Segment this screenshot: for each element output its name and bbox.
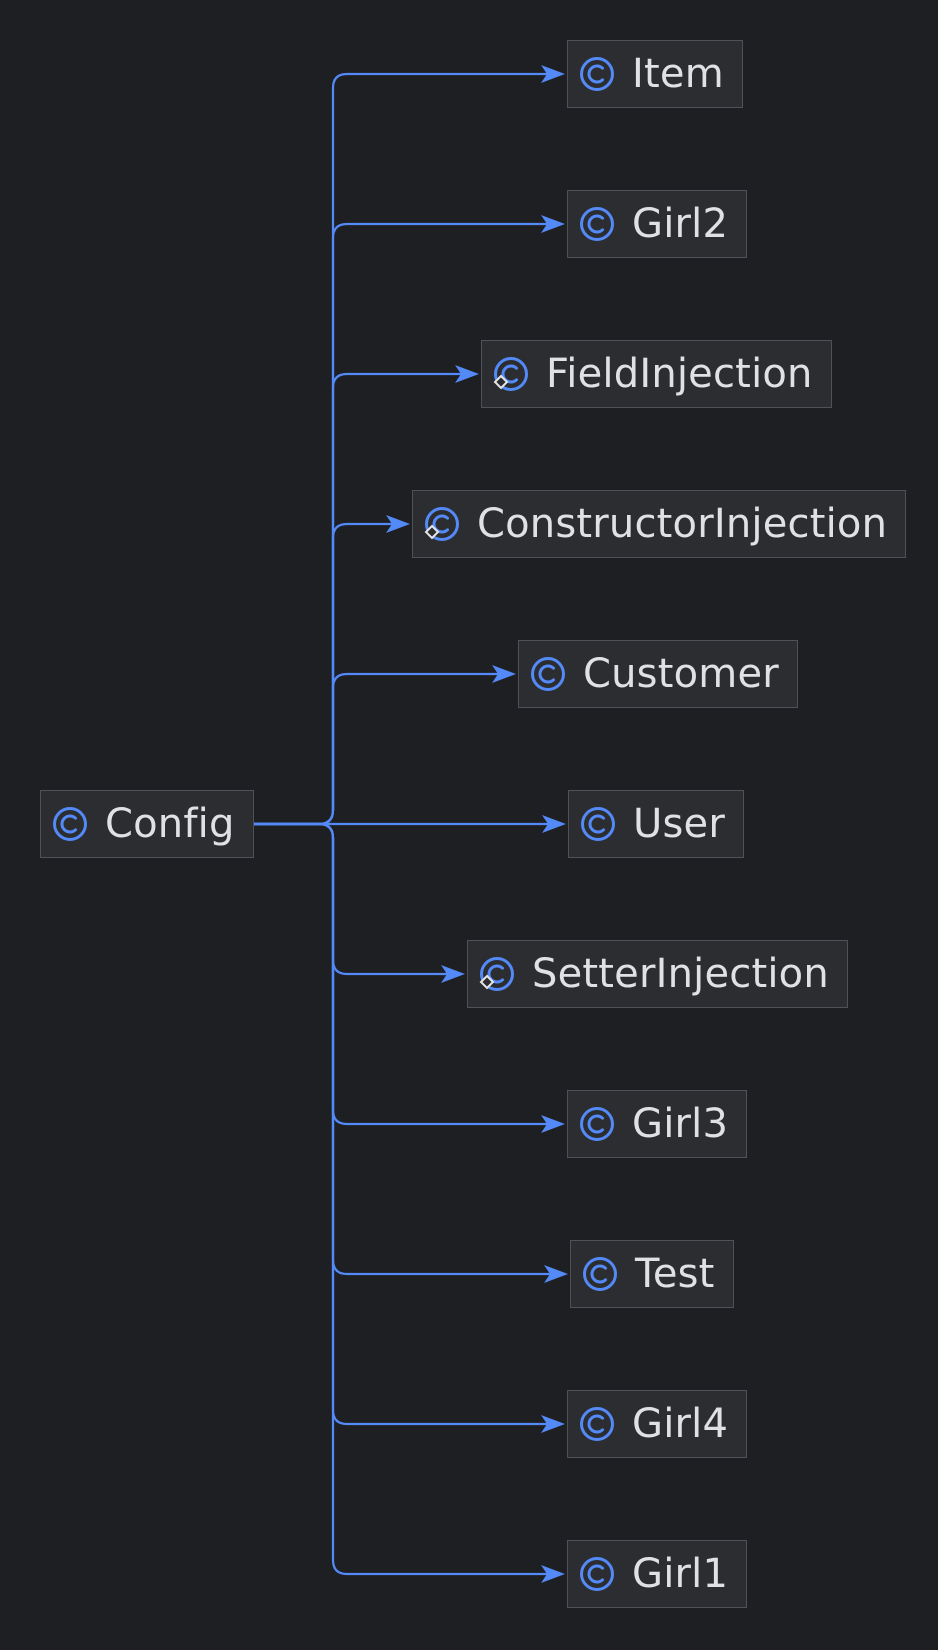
node-label: Girl3 <box>632 1101 729 1147</box>
arrowhead-setter-injection <box>441 965 465 983</box>
node-label: Girl4 <box>632 1401 729 1447</box>
node-label: Item <box>632 51 724 97</box>
node-test[interactable]: Test <box>570 1240 734 1308</box>
class-icon <box>578 1105 616 1143</box>
node-customer[interactable]: Customer <box>518 640 798 708</box>
node-label: Girl1 <box>632 1551 729 1597</box>
arrowhead-girl3 <box>541 1115 565 1133</box>
class-icon <box>578 55 616 93</box>
node-girl2[interactable]: Girl2 <box>567 190 748 258</box>
node-label: Config <box>105 801 235 847</box>
edge-config-to-girl1 <box>253 822 561 1576</box>
class-icon <box>581 1255 619 1293</box>
node-label: Girl2 <box>632 201 729 247</box>
class-icon <box>529 655 567 693</box>
node-item[interactable]: Item <box>567 40 743 108</box>
arrowhead-item <box>541 65 565 83</box>
class-icon <box>578 1405 616 1443</box>
class-icon <box>51 805 89 843</box>
arrowhead-test <box>544 1265 568 1283</box>
node-girl3[interactable]: Girl3 <box>567 1090 748 1158</box>
node-label: FieldInjection <box>546 351 813 397</box>
node-label: User <box>633 801 725 847</box>
node-girl4[interactable]: Girl4 <box>567 1390 748 1458</box>
node-constructor-injection[interactable]: ConstructorInjection <box>412 490 907 558</box>
arrowhead-customer <box>492 665 516 683</box>
abstract-class-icon <box>423 505 461 543</box>
arrowhead-girl4 <box>541 1415 565 1433</box>
edge-config-to-setter-injection <box>253 822 461 976</box>
arrowhead-user <box>542 815 566 833</box>
node-label: Customer <box>583 651 779 697</box>
node-config[interactable]: Config <box>40 790 254 858</box>
node-setter-injection[interactable]: SetterInjection <box>467 940 848 1008</box>
edge-config-to-field-injection <box>253 372 475 826</box>
class-icon <box>578 1555 616 1593</box>
node-label: SetterInjection <box>532 951 829 997</box>
edge-config-to-customer <box>253 672 512 826</box>
node-user[interactable]: User <box>568 790 744 858</box>
arrowhead-girl2 <box>541 215 565 233</box>
node-label: Test <box>635 1251 715 1297</box>
arrowhead-girl1 <box>541 1565 565 1583</box>
node-girl1[interactable]: Girl1 <box>567 1540 748 1608</box>
abstract-class-icon <box>492 355 530 393</box>
edge-config-to-item <box>253 72 561 826</box>
node-label: ConstructorInjection <box>477 501 888 547</box>
abstract-class-icon <box>478 955 516 993</box>
class-icon <box>579 805 617 843</box>
edge-config-to-test <box>253 822 564 1276</box>
arrowhead-field-injection <box>455 365 479 383</box>
class-icon <box>578 205 616 243</box>
node-field-injection[interactable]: FieldInjection <box>481 340 832 408</box>
arrowhead-constructor-injection <box>386 515 410 533</box>
